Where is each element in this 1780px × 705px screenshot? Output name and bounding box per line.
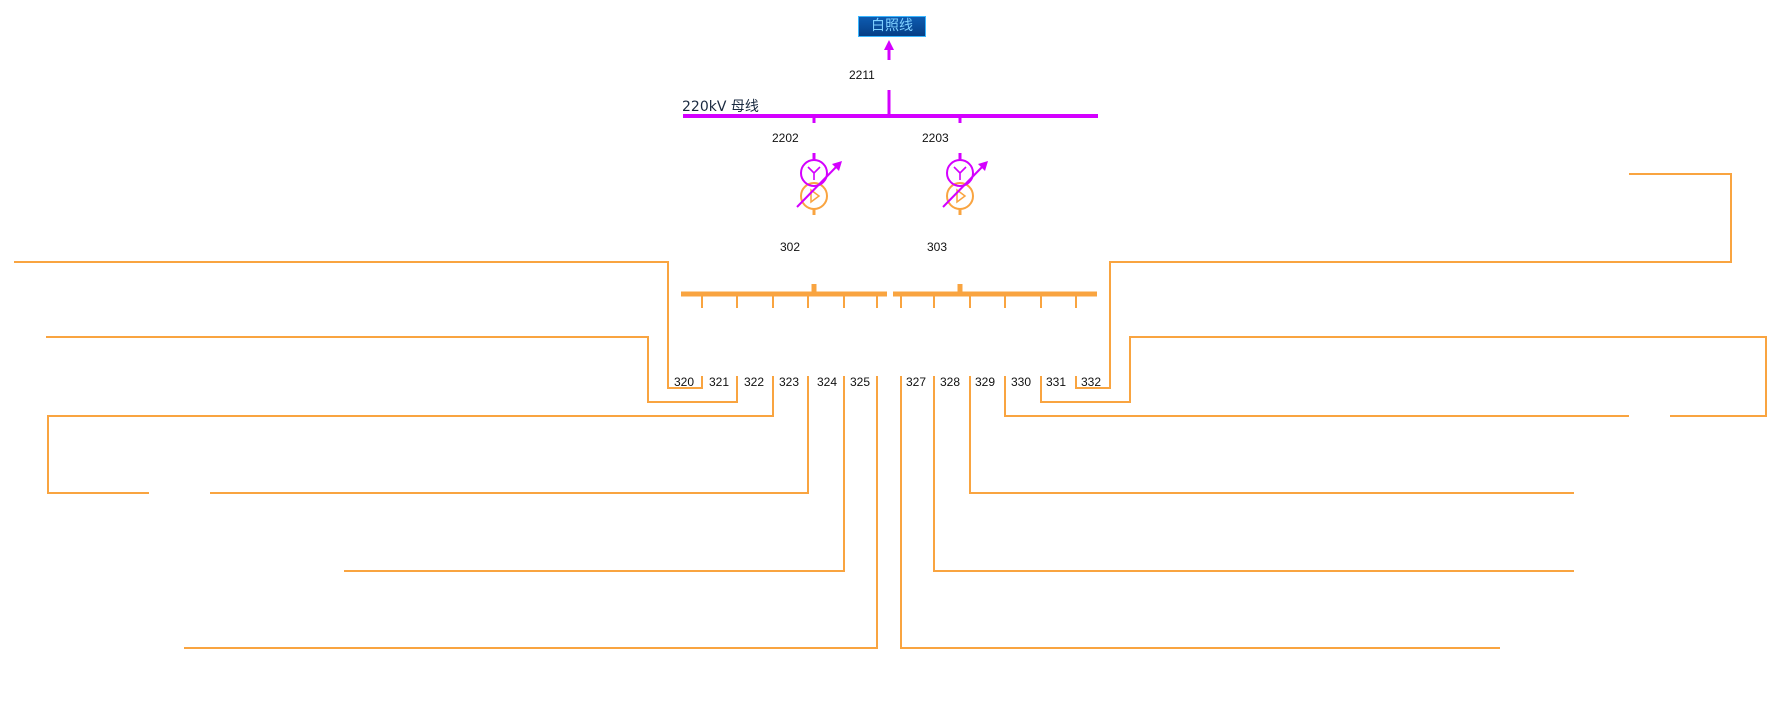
feeder-line-330[interactable]	[1004, 376, 1629, 417]
feeder-label: 321	[709, 375, 729, 389]
feeder-label: 322	[744, 375, 764, 389]
feeder-line-328[interactable]	[933, 376, 1574, 572]
feeder-label: 324	[817, 375, 837, 389]
feeder-label: 327	[906, 375, 926, 389]
breaker-2202-label: 2202	[772, 131, 799, 145]
feeder-line-329[interactable]	[969, 376, 1574, 494]
feeder-label: 331	[1046, 375, 1066, 389]
feeder-lines	[14, 173, 1767, 649]
feeder-line-331[interactable]	[1040, 336, 1767, 417]
feeder-labels: 320 321 322 323 324 325 327 328 329 330 331 332	[674, 375, 1101, 389]
outgoing-line-button[interactable]: 白照线	[858, 16, 926, 37]
feeder-line-324[interactable]	[344, 376, 845, 572]
feeder-label: 328	[940, 375, 960, 389]
feeder-line-332[interactable]	[1075, 173, 1732, 389]
feeder-label: 332	[1081, 375, 1101, 389]
feeder-line-322[interactable]	[47, 376, 774, 494]
feeder-label: 323	[779, 375, 799, 389]
feeder-line-325[interactable]	[184, 376, 878, 649]
breaker-303-label: 303	[927, 240, 947, 254]
breaker-2211-label: 2211	[849, 68, 875, 82]
feeder-line-327[interactable]	[900, 376, 1500, 649]
lv-bus-ticks	[701, 294, 1077, 308]
transformer-1-icon[interactable]	[796, 153, 842, 215]
feeder-line-323[interactable]	[210, 376, 809, 494]
transformer-2-icon[interactable]	[942, 153, 988, 215]
feeder-label: 325	[850, 375, 870, 389]
feeder-label: 320	[674, 375, 694, 389]
feeder-label: 330	[1011, 375, 1031, 389]
hv-bus-label: 220kV 母线	[682, 99, 759, 115]
breaker-2203-label: 2203	[922, 131, 949, 145]
breaker-302-label: 302	[780, 240, 800, 254]
feeder-line-321[interactable]	[46, 336, 738, 403]
feeder-line-320[interactable]	[14, 261, 703, 389]
feeder-label: 329	[975, 375, 995, 389]
outgoing-arrow-icon	[884, 40, 894, 60]
